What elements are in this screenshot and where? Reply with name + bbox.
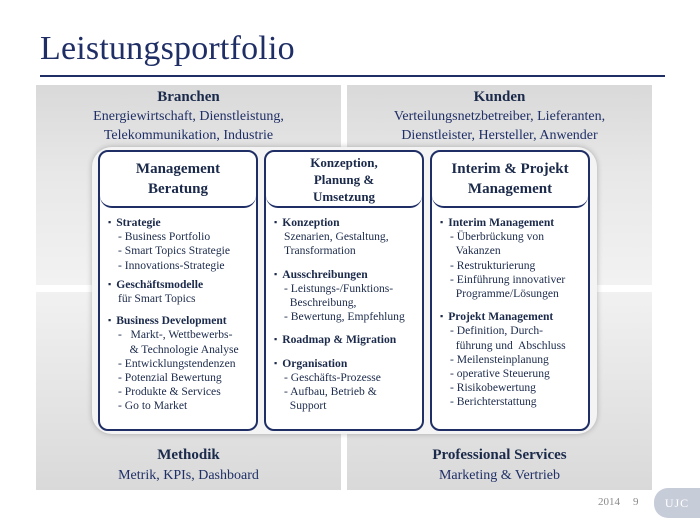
column-interim-projekt-management: Interim & Projekt Management Interim Man… [430,150,590,431]
column-heading-line: Management [135,161,221,177]
section-line: - Restrukturierung [450,258,536,272]
section-line: - Entwicklungstendenzen [118,356,236,370]
section-title: Ausschreibungen [274,268,416,282]
section-title: Roadmap & Migration [274,333,416,347]
section-line: Support [284,399,327,413]
column-heading: Management Beratung [100,152,256,208]
list-item: Projekt Management - Definition, Durch- … [440,310,582,409]
section-title: Konzeption [274,216,416,230]
section-line: - Markt-, Wettbewerbs- [118,328,233,342]
column-heading: Konzeption, Planung & Umsetzung [266,152,422,208]
company-logo: UJC [654,488,700,518]
quadrant-line: Dienstleister, Hersteller, Anwender [401,128,598,143]
quadrant-heading: Professional Services [432,447,567,463]
footer-year: 2014 [598,496,620,508]
list-item: Roadmap & Migration [274,333,416,347]
quadrant-line: Verteilungsnetzbetreiber, Lieferanten, [393,109,606,124]
section-line: Beschreibung, [284,296,357,310]
column-heading-line: Interim & Projekt [451,161,569,177]
section-line: - Überbrückung von [450,230,545,244]
list-item: Organisation - Geschäfts-Prozesse - Aufb… [274,357,416,414]
page-number: 9 [633,496,639,508]
quadrant-line: Energiewirtschaft, Dienstleistung, [93,109,284,124]
section-title: Organisation [274,357,416,371]
section-line: - operative Steuerung [450,367,550,381]
section-title: Business Development [108,314,250,328]
column-body: Interim Management - Überbrückung von Va… [432,210,588,429]
section-line: - Go to Market [118,399,188,413]
quadrant-heading: Kunden [473,89,526,105]
list-item: Business Development - Markt-, Wettbewer… [108,314,250,413]
section-title: Strategie [108,216,250,230]
section-line: - Risikobewertung [450,381,536,395]
section-line: - Business Portfolio [118,230,211,244]
section-line: - Berichterstattung [450,395,537,409]
slide-title: Leistungsportfolio [40,30,295,67]
title-underline [40,75,665,77]
list-item: Konzeption Szenarien, Gestaltung, Transf… [274,216,416,259]
section-line: Szenarien, Gestaltung, [284,230,389,244]
section-line: - Aufbau, Betrieb & [284,385,377,399]
section-line: - Produkte & Services [118,385,221,399]
section-line: führung und Abschluss [450,338,566,352]
section-line: & Technologie Analyse [118,342,239,356]
quadrant-line: Marketing & Vertrieb [438,468,561,483]
quadrant-line: Telekommunikation, Industrie [103,128,274,143]
list-item: Strategie - Business Portfolio - Smart T… [108,216,250,273]
column-heading-line: Beratung [148,181,208,197]
column-heading: Interim & Projekt Management [432,152,588,208]
column-management-beratung: Management Beratung Strategie - Business… [98,150,258,431]
section-line: - Bewertung, Empfehlung [284,310,405,324]
section-line: Programme/Lösungen [450,287,559,301]
column-heading-line: Planung & [313,171,375,187]
section-line: - Definition, Durch- [450,324,544,338]
section-line: - Geschäfts-Prozesse [284,370,381,384]
section-title: Interim Management [440,216,582,230]
section-line: - Leistungs-/Funktions- [284,281,394,295]
column-body: Konzeption Szenarien, Gestaltung, Transf… [266,210,422,429]
section-line: - Innovations-Strategie [118,258,225,272]
section-line: für Smart Topics [118,292,196,306]
section-line: - Smart Topics Strategie [118,244,230,258]
list-item: Ausschreibungen - Leistungs-/Funktions- … [274,268,416,325]
quadrant-heading: Methodik [157,447,220,463]
list-item: Interim Management - Überbrückung von Va… [440,216,582,301]
quadrant-line: Metrik, KPIs, Dashboard [118,468,259,483]
column-body: Strategie - Business Portfolio - Smart T… [100,210,256,429]
list-item: Geschäftsmodelle für Smart Topics [108,278,250,306]
column-heading-line: Management [467,181,553,197]
section-line: - Potenzial Bewertung [118,371,222,385]
column-heading-line: Konzeption, [310,154,378,170]
column-konzeption-planung-umsetzung: Konzeption, Planung & Umsetzung Konzepti… [264,150,424,431]
section-title: Projekt Management [440,310,582,324]
section-line: Vakanzen [450,244,501,258]
section-line: Transformation [284,244,356,258]
column-heading-line: Umsetzung [312,188,376,204]
section-line: - Meilensteinplanung [450,352,549,366]
quadrant-heading: Branchen [157,89,220,105]
section-title: Geschäftsmodelle [108,278,250,292]
section-line: - Einführung innovativer [450,272,566,286]
